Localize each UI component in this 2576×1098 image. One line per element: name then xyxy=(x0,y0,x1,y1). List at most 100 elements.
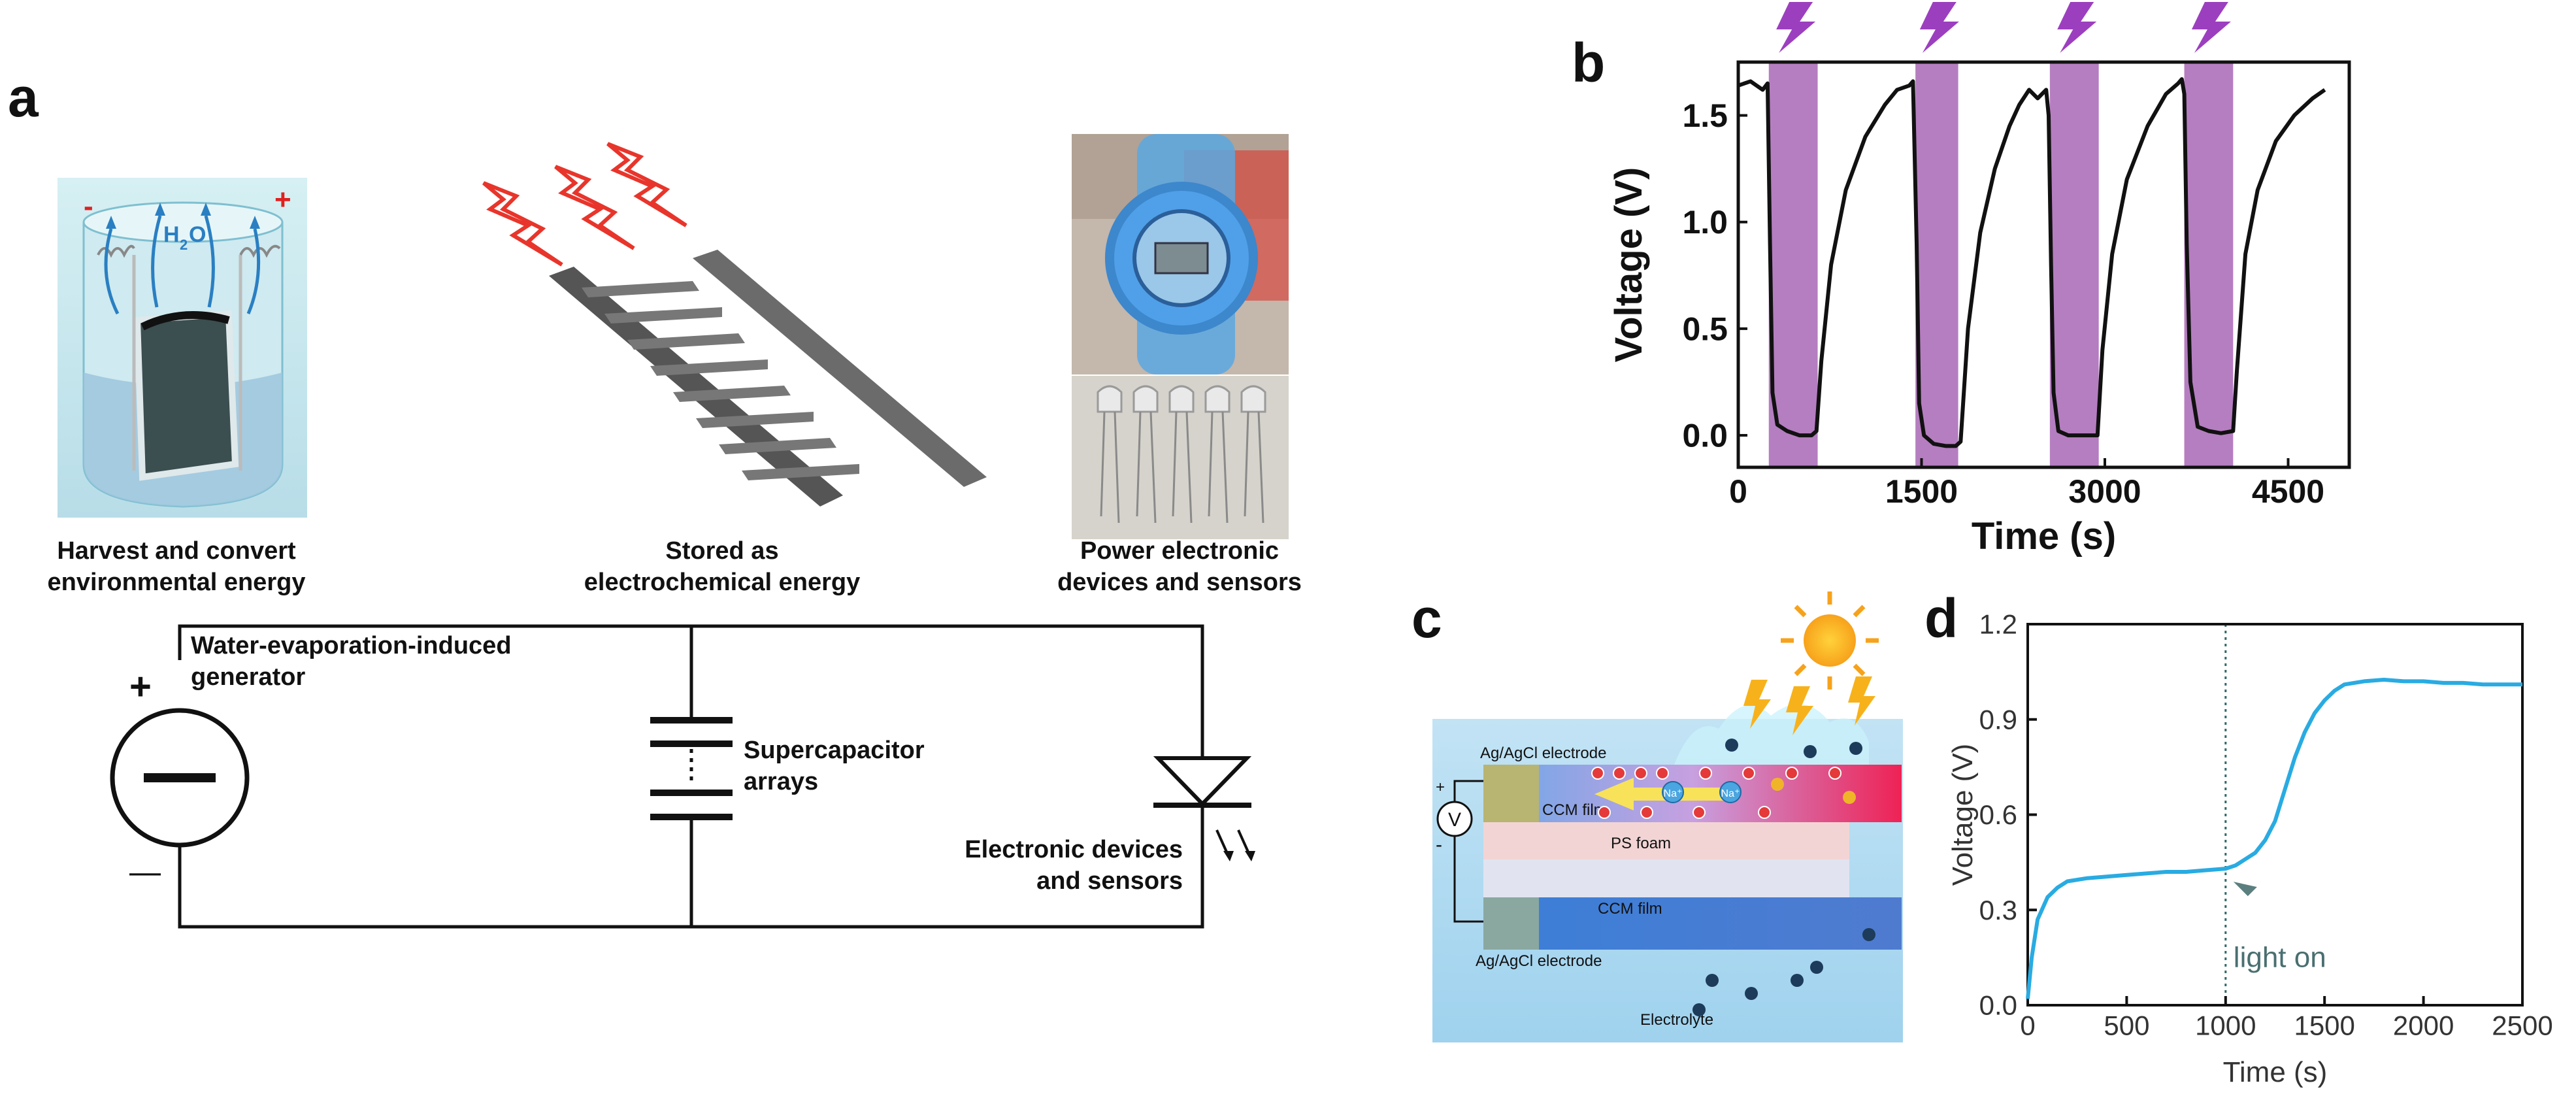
harvest-caption-line2: environmental energy xyxy=(48,569,306,596)
ccm-bottom-label: CCM film xyxy=(1598,900,1662,918)
led-photo xyxy=(1072,376,1289,539)
voltmeter-plus: + xyxy=(1436,778,1445,796)
sunlight-bolts xyxy=(1743,676,1875,735)
y-tick-label: 0.0 xyxy=(1979,990,2017,1021)
water-label: H 2 O xyxy=(163,222,206,253)
ps-foam-label: PS foam xyxy=(1611,835,1671,852)
harvest-caption-line1: Harvest and convert xyxy=(57,537,296,565)
discharge-band xyxy=(1915,62,1958,467)
data-series-line xyxy=(2026,678,2522,999)
left-coil xyxy=(97,244,135,258)
voltmeter: V + - xyxy=(1436,778,1483,923)
panel-c-letter: c xyxy=(1412,588,1442,649)
discharge-band xyxy=(2184,62,2234,467)
y-tick-label: 0.5 xyxy=(1682,310,1728,347)
device-label-line1: Electronic devices xyxy=(965,836,1183,863)
y-axis-label: Voltage (V) xyxy=(1947,744,1979,886)
ion-label-2: Na⁺ xyxy=(1721,788,1740,799)
electrode-fingers xyxy=(582,281,859,480)
panel-d-letter: d xyxy=(1924,588,1958,649)
right-bus-bar xyxy=(693,250,987,487)
ag-electrode-bottom xyxy=(1483,897,1539,950)
interdigitated-supercapacitor-illustration xyxy=(482,142,987,507)
discharge-bolt-icon xyxy=(1919,2,1959,53)
x-tick-label: 0 xyxy=(2020,1010,2035,1041)
ag-electrode-top xyxy=(1483,765,1539,822)
panel-c: c Ag/AgCl electrode CCM film PS foam CCM… xyxy=(1412,588,1903,1042)
evaporation-beaker-illustration: - + H 2 O xyxy=(58,178,307,518)
x-tick-label: 1000 xyxy=(2195,1010,2256,1041)
y-tick-label: 1.5 xyxy=(1682,97,1728,134)
vapor-arrowheads xyxy=(106,203,260,229)
ion-arrow xyxy=(1594,778,1725,810)
supercapacitor-label-line2: arrays xyxy=(744,768,818,795)
x-tick-label: 2000 xyxy=(2393,1010,2454,1041)
panel-a: a - + xyxy=(8,67,1302,929)
generator-plus: + xyxy=(129,665,152,708)
sodium-ions: Na⁺ Na⁺ xyxy=(1662,781,1742,803)
y-axis-label: Voltage (V) xyxy=(1608,167,1650,363)
svg-text:H: H xyxy=(163,222,180,247)
stored-caption-line1: Stored as xyxy=(665,537,778,565)
vapor-arrows xyxy=(104,215,261,315)
y-tick-label: 1.2 xyxy=(1979,609,2017,640)
y-tick-label: 1.0 xyxy=(1682,204,1728,241)
diode-symbol xyxy=(1153,756,1255,861)
led-leads xyxy=(1100,411,1264,524)
discharge-bolt-icon xyxy=(1776,2,1816,53)
y-tick-label: 0.9 xyxy=(1979,704,2017,735)
power-caption-line1: Power electronic xyxy=(1080,537,1279,565)
led-bulbs xyxy=(1097,385,1266,413)
device-label-line2: and sensors xyxy=(1036,867,1183,895)
x-tick-label: 2500 xyxy=(2492,1010,2552,1041)
panel-a-letter: a xyxy=(8,67,39,128)
wristwatch-photo xyxy=(1072,134,1289,374)
voltmeter-label: V xyxy=(1448,809,1461,831)
negative-sign: - xyxy=(84,190,93,222)
right-coil xyxy=(239,244,281,258)
ag-top-label: Ag/AgCl electrode xyxy=(1480,744,1606,762)
y-tick-label: 0.0 xyxy=(1682,418,1728,454)
positive-sign: + xyxy=(274,184,291,216)
x-tick-label: 500 xyxy=(2104,1010,2149,1041)
generator-label-line1: Water-evaporation-induced xyxy=(191,632,512,659)
x-tick-label: 1500 xyxy=(2294,1010,2354,1041)
generator-minus: — xyxy=(129,855,161,890)
x-tick-label: 1500 xyxy=(1885,473,1958,510)
x-tick-label: 4500 xyxy=(2252,473,2324,510)
generator-label-line2: generator xyxy=(191,663,305,691)
ccm-film-bottom xyxy=(1483,897,1902,950)
power-caption-line2: devices and sensors xyxy=(1057,569,1302,596)
ps-foam-lower xyxy=(1483,859,1849,897)
ccm-top-label: CCM film xyxy=(1542,801,1607,819)
discharge-bolt-icon xyxy=(2191,2,2231,53)
stored-caption-line2: electrochemical energy xyxy=(584,569,860,596)
annotation-label: light on xyxy=(2234,942,2326,974)
voltmeter-minus: - xyxy=(1436,834,1442,856)
generator-symbol: + — xyxy=(110,665,250,890)
x-axis-label: Time (s) xyxy=(2223,1056,2328,1088)
discharge-band xyxy=(2049,62,2099,467)
water-molecules xyxy=(1693,739,1875,1016)
ion-label-1: Na⁺ xyxy=(1664,788,1683,799)
emission-arrows xyxy=(1215,829,1251,857)
discharge-bolt-icon xyxy=(2057,2,2097,53)
y-tick-label: 0.6 xyxy=(1979,799,2017,830)
plot-frame xyxy=(1736,60,2351,469)
energy-bolts xyxy=(482,142,687,267)
sun-icon xyxy=(1781,591,1879,690)
annotation-arrow xyxy=(2233,882,2257,897)
svg-text:O: O xyxy=(189,222,206,247)
negative-charges xyxy=(1591,767,1841,819)
watch-lcd xyxy=(1154,242,1209,274)
film-top-edge xyxy=(140,311,230,331)
generator-film xyxy=(133,310,239,481)
x-axis-label: Time (s) xyxy=(1972,515,2116,557)
ag-bottom-label: Ag/AgCl electrode xyxy=(1476,952,1602,970)
x-tick-label: 0 xyxy=(1729,473,1747,510)
